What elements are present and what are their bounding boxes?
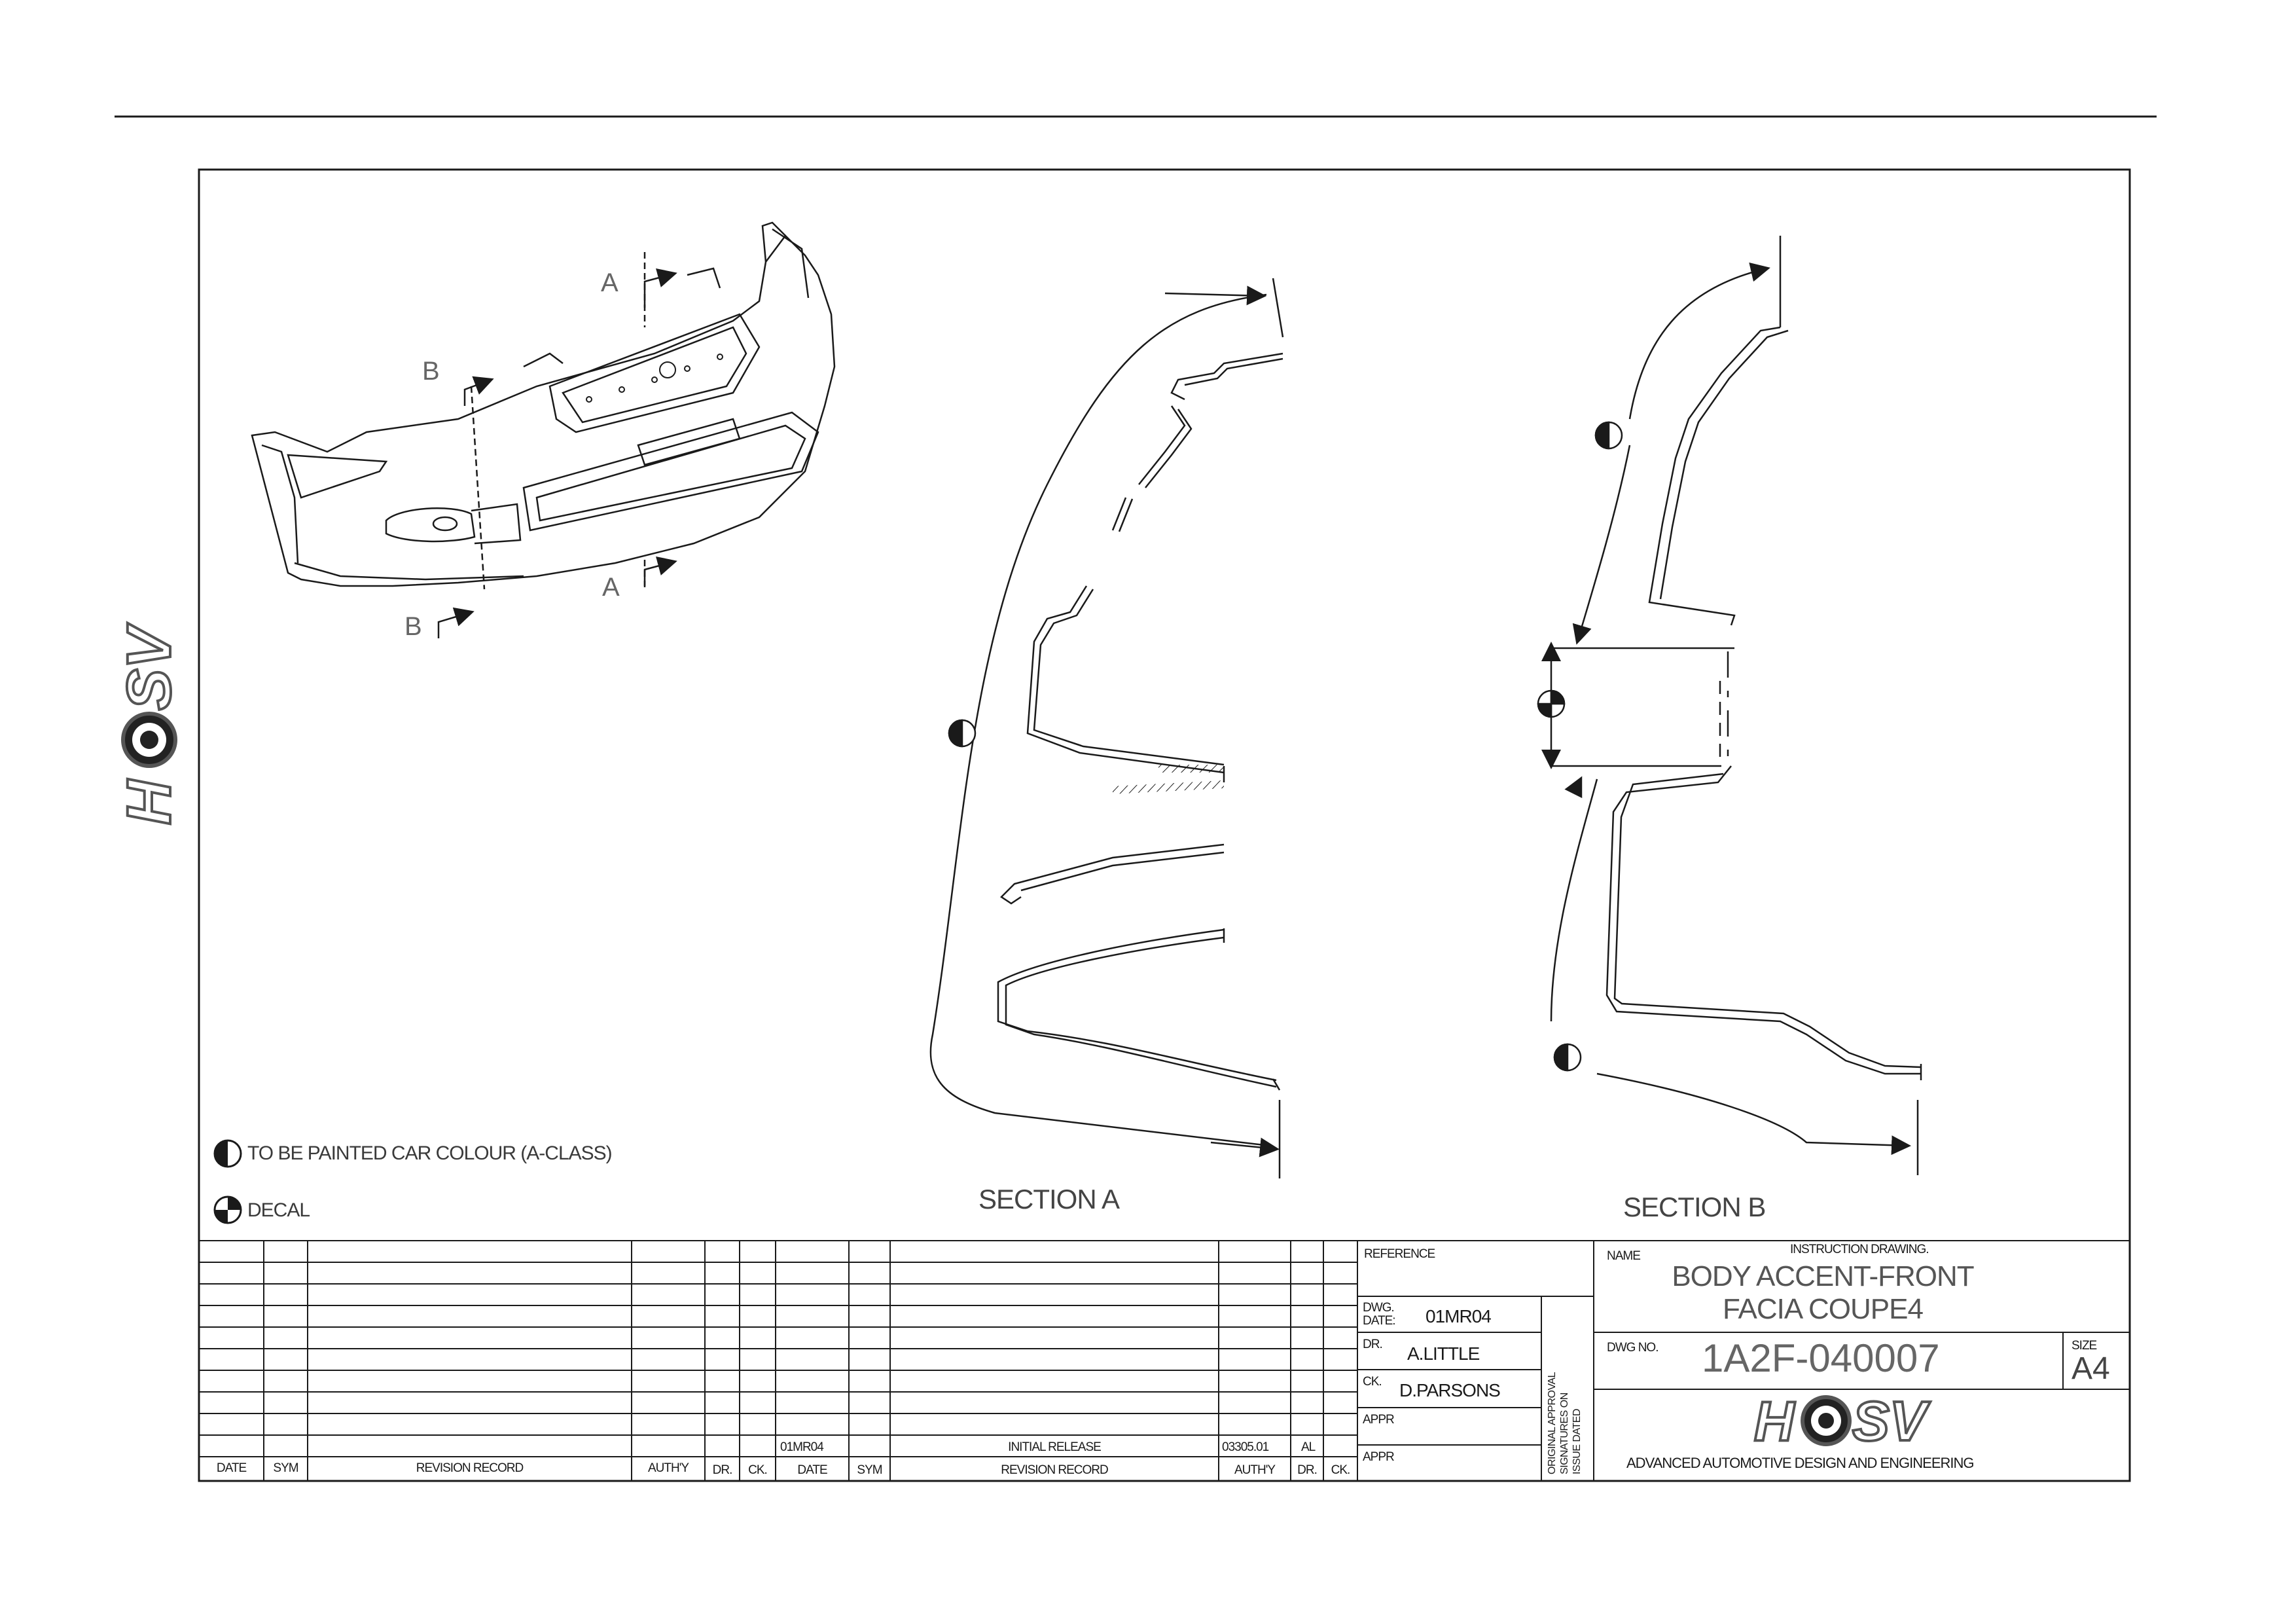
svg-text:SV: SV (1852, 1391, 1931, 1453)
reference-label: REFERENCE (1364, 1247, 1435, 1261)
dwg-date-label-line2: DATE: (1363, 1314, 1396, 1328)
legend-painted-text: TO BE PAINTED CAR COLOUR (A-CLASS) (247, 1142, 613, 1164)
rev-header-dr: DR. (712, 1463, 733, 1477)
approval-note-line3: ISSUE DATED (1571, 1409, 1583, 1474)
section-a-view (929, 278, 1284, 1178)
rev-header-sym: SYM (273, 1461, 298, 1475)
dr-label: DR. (1363, 1338, 1383, 1351)
appr-label-1: APPR (1363, 1413, 1395, 1427)
section-a-title: SECTION A (978, 1184, 1120, 1214)
rev-header-sym-2: SYM (857, 1463, 882, 1477)
svg-text:H: H (1754, 1391, 1795, 1453)
dr-name: A.LITTLE (1407, 1343, 1480, 1364)
section-arrow-icon (437, 268, 677, 638)
dwg-date-label-line1: DWG. (1363, 1301, 1395, 1315)
legend-decal-text: DECAL (247, 1199, 310, 1221)
view-label-b-top: B (422, 357, 440, 386)
rev-entry-dr: AL (1301, 1440, 1316, 1454)
rev-entry-authy: 03305.01 (1222, 1440, 1269, 1454)
section-b-view (1537, 236, 1922, 1175)
section-b-title: SECTION B (1623, 1192, 1766, 1222)
instruction-label: INSTRUCTION DRAWING. (1790, 1243, 1929, 1256)
rev-header-date-2: DATE (797, 1463, 827, 1477)
ck-label: CK. (1363, 1375, 1382, 1389)
dwg-no-value: 1A2F-040007 (1702, 1336, 1940, 1380)
dwg-date-label: DWG. DATE: (1363, 1301, 1396, 1328)
view-label-b-bottom: B (404, 612, 422, 641)
bumper-isometric-view (251, 221, 836, 590)
approval-note-line2: SIGNATURES ON (1559, 1393, 1570, 1474)
drawing-name-line1: BODY ACCENT-FRONT (1672, 1260, 1974, 1292)
rev-header-date: DATE (216, 1461, 247, 1475)
rev-header-dr-2: DR. (1297, 1463, 1318, 1477)
rev-header-record-2: REVISION RECORD (1001, 1463, 1108, 1477)
quartered-circle-icon (213, 1195, 242, 1224)
dwg-no-label: DWG NO. (1607, 1341, 1659, 1355)
rev-header-ck: CK. (748, 1463, 768, 1477)
half-filled-circle-icon (213, 1139, 242, 1168)
title-block-grid (1357, 1240, 2130, 1482)
dwg-date-value: 01MR04 (1426, 1306, 1492, 1326)
rev-header-authy-2: AUTH'Y (1234, 1463, 1276, 1477)
company-name: ADVANCED AUTOMOTIVE DESIGN AND ENGINEERI… (1626, 1455, 1975, 1471)
name-label: NAME (1607, 1249, 1641, 1263)
rev-entry-record: INITIAL RELEASE (1008, 1440, 1102, 1454)
approval-note-line1: ORIGINAL APPROVAL (1547, 1372, 1558, 1474)
view-label-a-bottom: A (602, 573, 620, 602)
rev-header-authy: AUTH'Y (647, 1461, 689, 1475)
rev-header-ck-2: CK. (1331, 1463, 1351, 1477)
approval-note: ORIGINAL APPROVAL SIGNATURES ON ISSUE DA… (1546, 1372, 1583, 1474)
appr-label-2: APPR (1363, 1450, 1395, 1464)
ck-name: D.PARSONS (1399, 1380, 1501, 1400)
hsv-logo-icon: H SV (1753, 1389, 1932, 1454)
svg-text:H: H (115, 778, 184, 825)
size-value: A4 (2072, 1351, 2110, 1386)
size-label: SIZE (2072, 1339, 2097, 1353)
rev-entry-date: 01MR04 (780, 1440, 824, 1454)
svg-text:SV: SV (115, 623, 184, 710)
rev-header-record: REVISION RECORD (416, 1461, 524, 1475)
hsv-side-logo-icon: H SV (113, 622, 185, 826)
view-label-a-top: A (601, 268, 619, 297)
revision-table-grid (198, 1240, 1358, 1482)
drawing-name-line2: FACIA COUPE4 (1723, 1293, 1924, 1325)
